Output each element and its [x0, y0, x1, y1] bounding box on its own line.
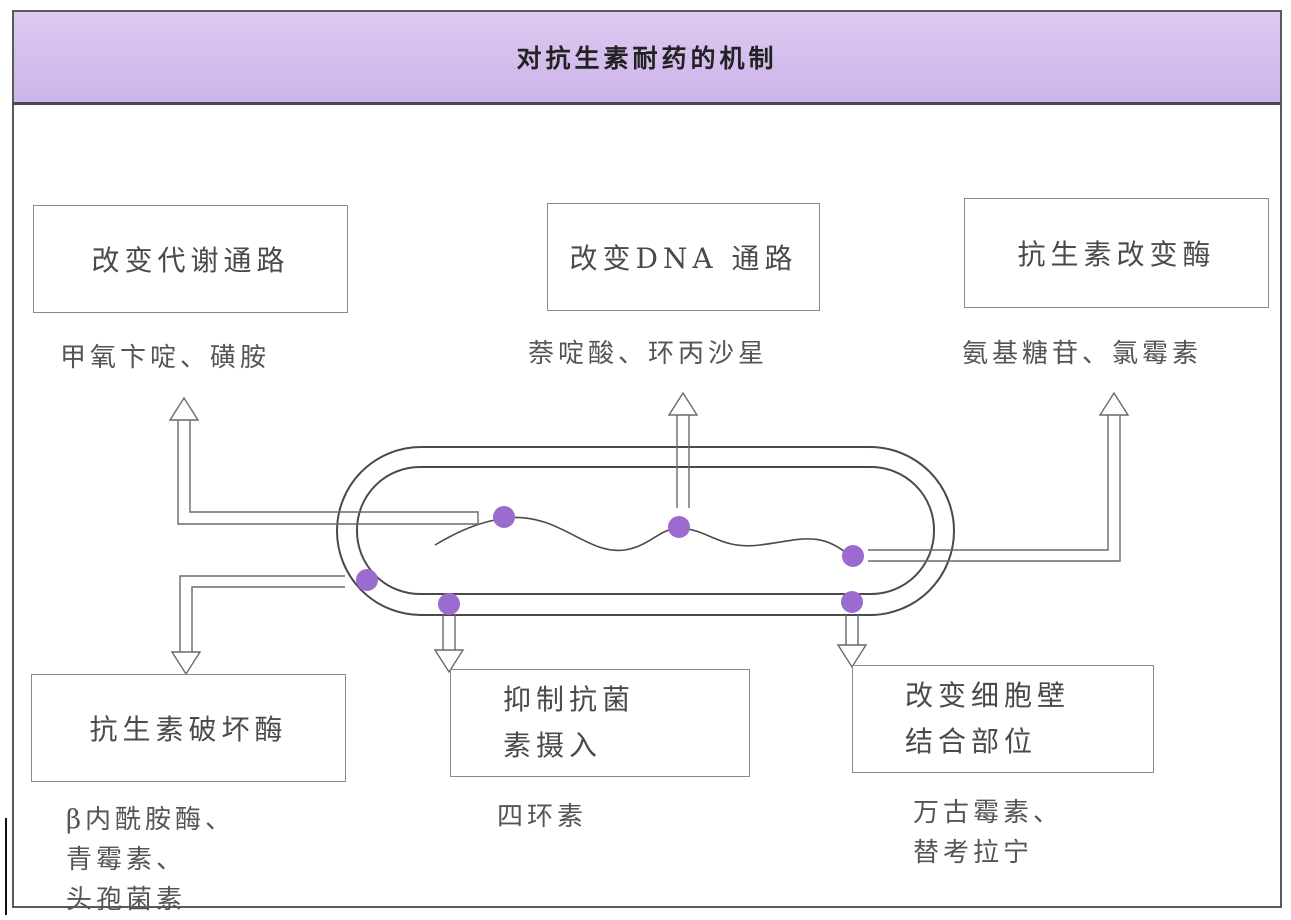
examples-cell-wall-binding: 万古霉素、 替考拉宁	[913, 798, 1064, 868]
arrow-destroying-enzyme	[170, 575, 345, 676]
examples-dna-pathway: 萘啶酸、环丙沙星	[528, 339, 769, 369]
label-dna-pathway: 改变DNA 通路	[569, 242, 798, 275]
target-sites	[356, 506, 864, 615]
label-modifying-enzyme: 抗生素改变酶	[1017, 238, 1216, 271]
label-cell-wall-binding: 改变细胞壁 结合部位	[905, 679, 1071, 758]
bacterium-outer-wall	[336, 446, 955, 616]
box-metabolic-pathway: 改变代谢通路	[33, 205, 348, 313]
box-cell-wall-binding: 改变细胞壁 结合部位	[852, 665, 1154, 773]
bacterium-inner-wall	[356, 466, 935, 595]
box-inhibit-uptake: 抑制抗菌 素摄入	[450, 669, 750, 777]
site-dot-destroying-enzyme	[356, 569, 378, 591]
arrow-cell-wall	[836, 615, 868, 669]
site-dot-uptake	[438, 593, 460, 615]
examples-inhibit-uptake: 四环素	[497, 802, 588, 832]
arrow-modifying-enzyme	[868, 391, 1130, 562]
box-modifying-enzyme: 抗生素改变酶	[964, 198, 1269, 308]
site-dot-cell-wall	[841, 591, 863, 613]
arrow-metabolic	[168, 396, 479, 525]
examples-modifying-enzyme: 氨基糖苷、氯霉素	[962, 339, 1203, 369]
examples-destroying-enzyme: β内酰胺酶、 青霉素、 头孢菌素	[66, 805, 236, 915]
arrow-uptake	[433, 615, 465, 674]
title-banner: 对抗生素耐药的机制	[12, 10, 1282, 105]
label-destroying-enzyme: 抗生素破坏酶	[89, 713, 288, 746]
scan-edge-bar	[5, 818, 7, 915]
label-metabolic-pathway: 改变代谢通路	[91, 244, 290, 277]
site-dot-dna	[668, 516, 690, 538]
arrow-dna	[667, 391, 699, 508]
examples-metabolic-pathway: 甲氧卞啶、磺胺	[60, 343, 271, 373]
box-dna-pathway: 改变DNA 通路	[547, 203, 820, 311]
label-inhibit-uptake: 抑制抗菌 素摄入	[503, 683, 636, 762]
site-dot-metabolic	[493, 506, 515, 528]
box-destroying-enzyme: 抗生素破坏酶	[31, 674, 346, 782]
diagram-title: 对抗生素耐药的机制	[516, 44, 778, 73]
site-dot-modifying-enzyme	[842, 545, 864, 567]
